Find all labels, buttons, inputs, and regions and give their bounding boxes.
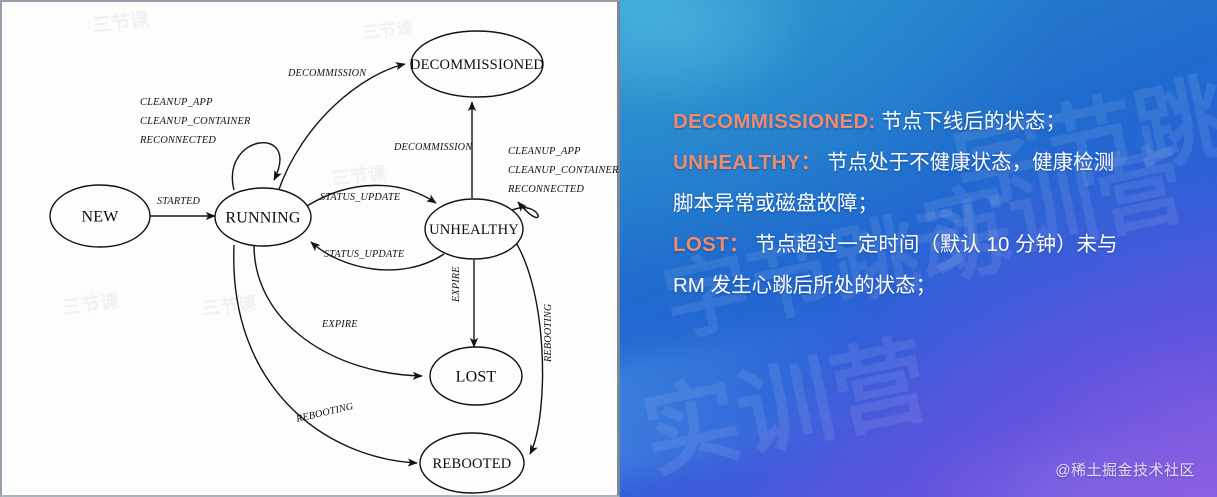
- edge-label-rebooting-running: REBOOTING: [294, 401, 355, 425]
- node-unhealthy[interactable]: UNHEALTHY: [424, 198, 524, 260]
- edge-label-unhealthy-cleanup-app: CLEANUP_APP: [508, 146, 581, 157]
- note-text-unhealthy: 节点处于不健康状态，健康检测: [821, 151, 1115, 174]
- node-running-label: RUNNING: [225, 210, 300, 227]
- note-line-5: RM 发生心跳后所处的状态；: [673, 265, 1193, 306]
- notes-panel: 字节跳动 实训营 字节跳动 实训营 DECOMMISSIONED: 节点下线后的…: [620, 0, 1217, 497]
- background-streak: [620, 291, 988, 489]
- attribution-watermark: @稀土掘金技术社区: [1055, 462, 1195, 479]
- notes-text-block: DECOMMISSIONED: 节点下线后的状态； UNHEALTHY： 节点处…: [673, 101, 1193, 306]
- node-lost[interactable]: LOST: [429, 346, 523, 406]
- note-text-lost: 节点超过一定时间（默认 10 分钟）未与: [749, 233, 1118, 256]
- edge-label-started: STARTED: [157, 196, 201, 207]
- background-watermark: 实训营: [633, 326, 938, 491]
- edge-running-selfloop: [231, 141, 282, 191]
- edge-label-running-reconnected: RECONNECTED: [139, 135, 216, 146]
- edge-label-unhealthy-reconnected: RECONNECTED: [507, 184, 584, 195]
- edge-label-expire-unhealthy: EXPIRE: [451, 266, 462, 303]
- diagram-canvas: NEW RUNNING DECOMMISSIONED UNHEALTHY LOS…: [49, 30, 619, 494]
- edge-unhealthy-selfloop: [507, 201, 539, 219]
- note-text-lost-cont: RM 发生心跳后所处的状态；: [673, 274, 937, 297]
- edge-unhealthy-running: [310, 241, 445, 271]
- note-line-1: DECOMMISSIONED: 节点下线后的状态；: [673, 101, 1193, 142]
- note-keyword-lost: LOST：: [673, 233, 750, 256]
- note-text-decommissioned: 节点下线后的状态；: [875, 110, 1066, 133]
- node-unhealthy-label: UNHEALTHY: [429, 222, 519, 238]
- edge-label-status-update-to-unhealthy: STATUS_UPDATE: [320, 192, 401, 203]
- edge-running-lost: [253, 244, 423, 380]
- edge-label-status-update-to-running: STATUS_UPDATE: [324, 249, 405, 260]
- node-decommissioned[interactable]: DECOMMISSIONED: [410, 30, 544, 98]
- note-line-4: LOST： 节点超过一定时间（默认 10 分钟）未与: [673, 224, 1193, 265]
- note-text-unhealthy-cont: 脚本异常或磁盘故障；: [673, 192, 878, 215]
- edge-running-rebooted: [233, 244, 418, 467]
- note-keyword-unhealthy: UNHEALTHY：: [673, 151, 822, 174]
- edge-label-decommission-running: DECOMMISSION: [287, 68, 367, 79]
- edge-label-running-cleanup-container: CLEANUP_CONTAINER: [140, 116, 251, 127]
- note-keyword-decommissioned: DECOMMISSIONED:: [673, 110, 876, 133]
- edge-label-running-cleanup-app: CLEANUP_APP: [140, 97, 213, 108]
- note-line-3: 脚本异常或磁盘故障；: [673, 183, 1193, 224]
- state-machine-diagram: 三节课 三节课 三节课 三节课 三节课: [0, 0, 620, 497]
- edge-label-unhealthy-cleanup-container: CLEANUP_CONTAINER: [508, 165, 619, 176]
- node-new[interactable]: NEW: [49, 184, 151, 248]
- node-decommissioned-label: DECOMMISSIONED: [410, 57, 544, 73]
- edge-running-decommissioned: [277, 62, 406, 193]
- edge-unhealthy-rebooted: [509, 233, 544, 455]
- node-running[interactable]: RUNNING: [214, 187, 312, 247]
- edge-running-unhealthy: [306, 184, 437, 207]
- edge-label-rebooting-unhealthy: REBOOTING: [543, 303, 554, 363]
- edge-label-decommission-unhealthy: DECOMMISSION: [393, 142, 473, 153]
- note-line-2: UNHEALTHY： 节点处于不健康状态，健康检测: [673, 142, 1193, 183]
- node-lost-label: LOST: [456, 369, 497, 386]
- node-rebooted-label: REBOOTED: [433, 456, 512, 472]
- edge-label-expire-running: EXPIRE: [321, 319, 358, 330]
- node-rebooted[interactable]: REBOOTED: [419, 432, 525, 494]
- node-new-label: NEW: [81, 209, 119, 226]
